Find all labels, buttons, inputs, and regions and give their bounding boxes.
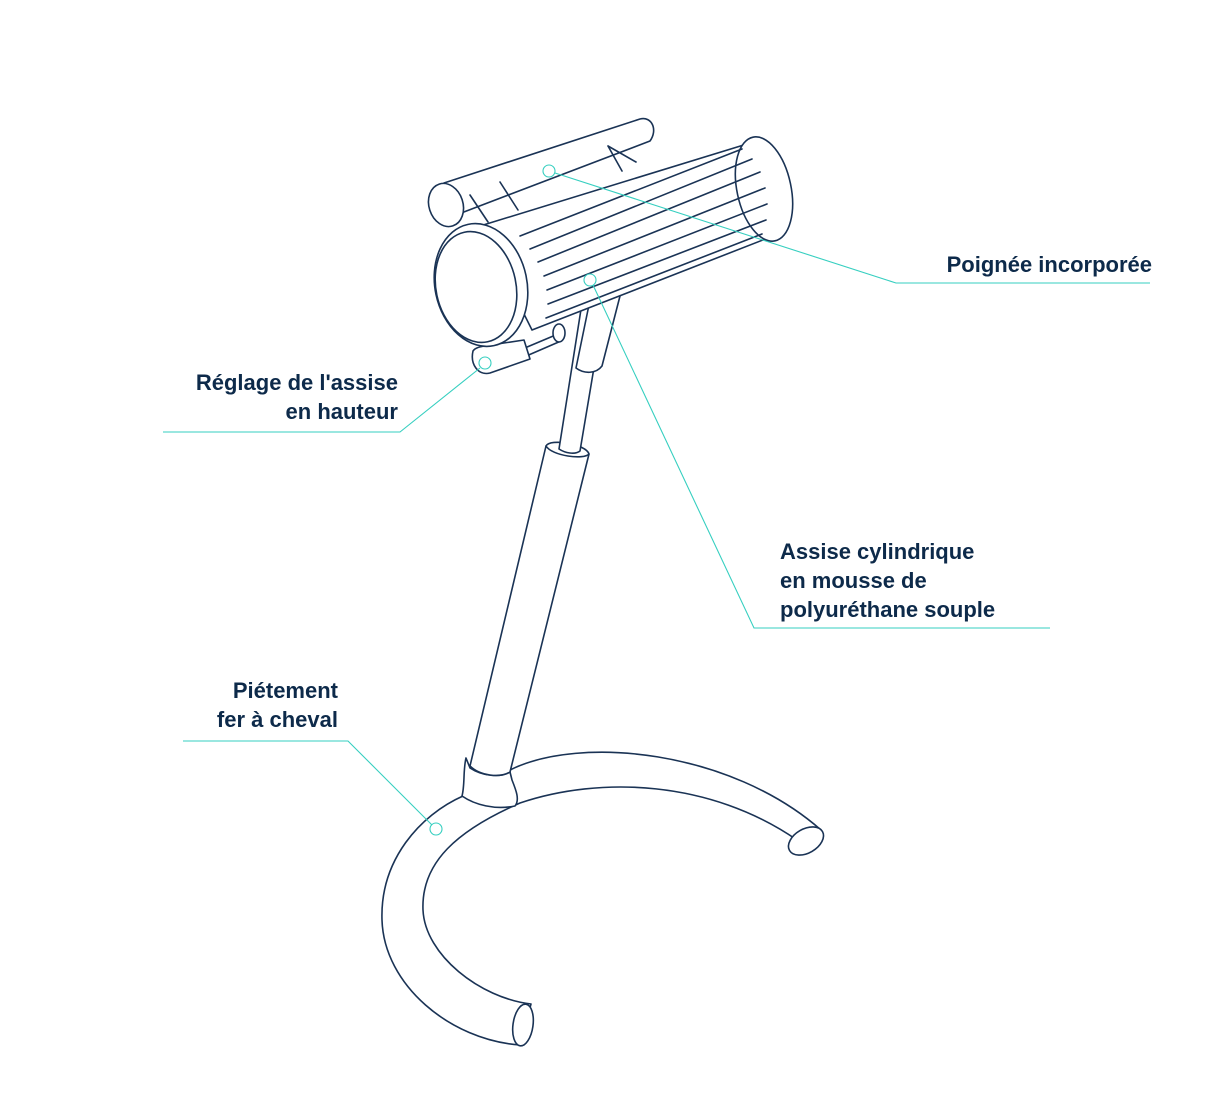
leader-lines — [163, 164, 1150, 836]
base-end-right — [787, 826, 825, 856]
leader-height-dot — [478, 356, 492, 370]
upper-sleeve — [575, 295, 621, 374]
callout-handle-label: Poignée incorporée — [860, 250, 1152, 279]
callout-seat-line-1: Assise cylindrique — [780, 539, 975, 564]
horseshoe-base — [381, 751, 825, 1047]
callout-height-adjust-label: Réglage de l'assise en hauteur — [110, 368, 398, 426]
callout-base-label: Piétement fer à cheval — [130, 676, 338, 734]
callout-height-line-1: Réglage de l'assise — [195, 370, 398, 395]
leader-base-line — [183, 740, 433, 826]
leader-seat-line — [592, 284, 1050, 629]
stool-illustration — [381, 117, 825, 1047]
base-outer-outline — [381, 751, 822, 1046]
column — [469, 295, 621, 777]
callout-handle-line-1: Poignée incorporée — [946, 252, 1152, 277]
leader-handle-line — [554, 172, 1150, 284]
callout-seat-line-2: en mousse de — [780, 568, 927, 593]
leader-handle-dot — [542, 164, 556, 178]
leader-seat-dot — [583, 273, 597, 287]
callout-base-line-2: fer à cheval — [216, 707, 338, 732]
leader-handle — [542, 164, 1150, 284]
base-end-bottom — [511, 1003, 535, 1047]
callout-height-line-2: en hauteur — [285, 399, 398, 424]
leader-seat — [583, 273, 1050, 629]
leader-base-dot — [429, 822, 443, 836]
leader-base — [183, 740, 443, 836]
callout-seat-label: Assise cylindrique en mousse de polyurét… — [780, 537, 995, 624]
leader-height-line — [163, 367, 481, 433]
seat-ribs — [519, 148, 768, 319]
lever-knob — [552, 323, 566, 343]
leader-height — [163, 356, 492, 433]
seat-end-near-inner — [434, 230, 518, 344]
handle-end — [427, 182, 465, 228]
cylinder-seat — [433, 136, 794, 348]
handle-bracket-right — [607, 145, 637, 172]
callout-base-line-1: Piétement — [232, 678, 338, 703]
lower-tube — [469, 445, 590, 777]
handle-bracket-left — [469, 181, 519, 223]
callout-seat-line-3: polyuréthane souple — [780, 597, 996, 622]
